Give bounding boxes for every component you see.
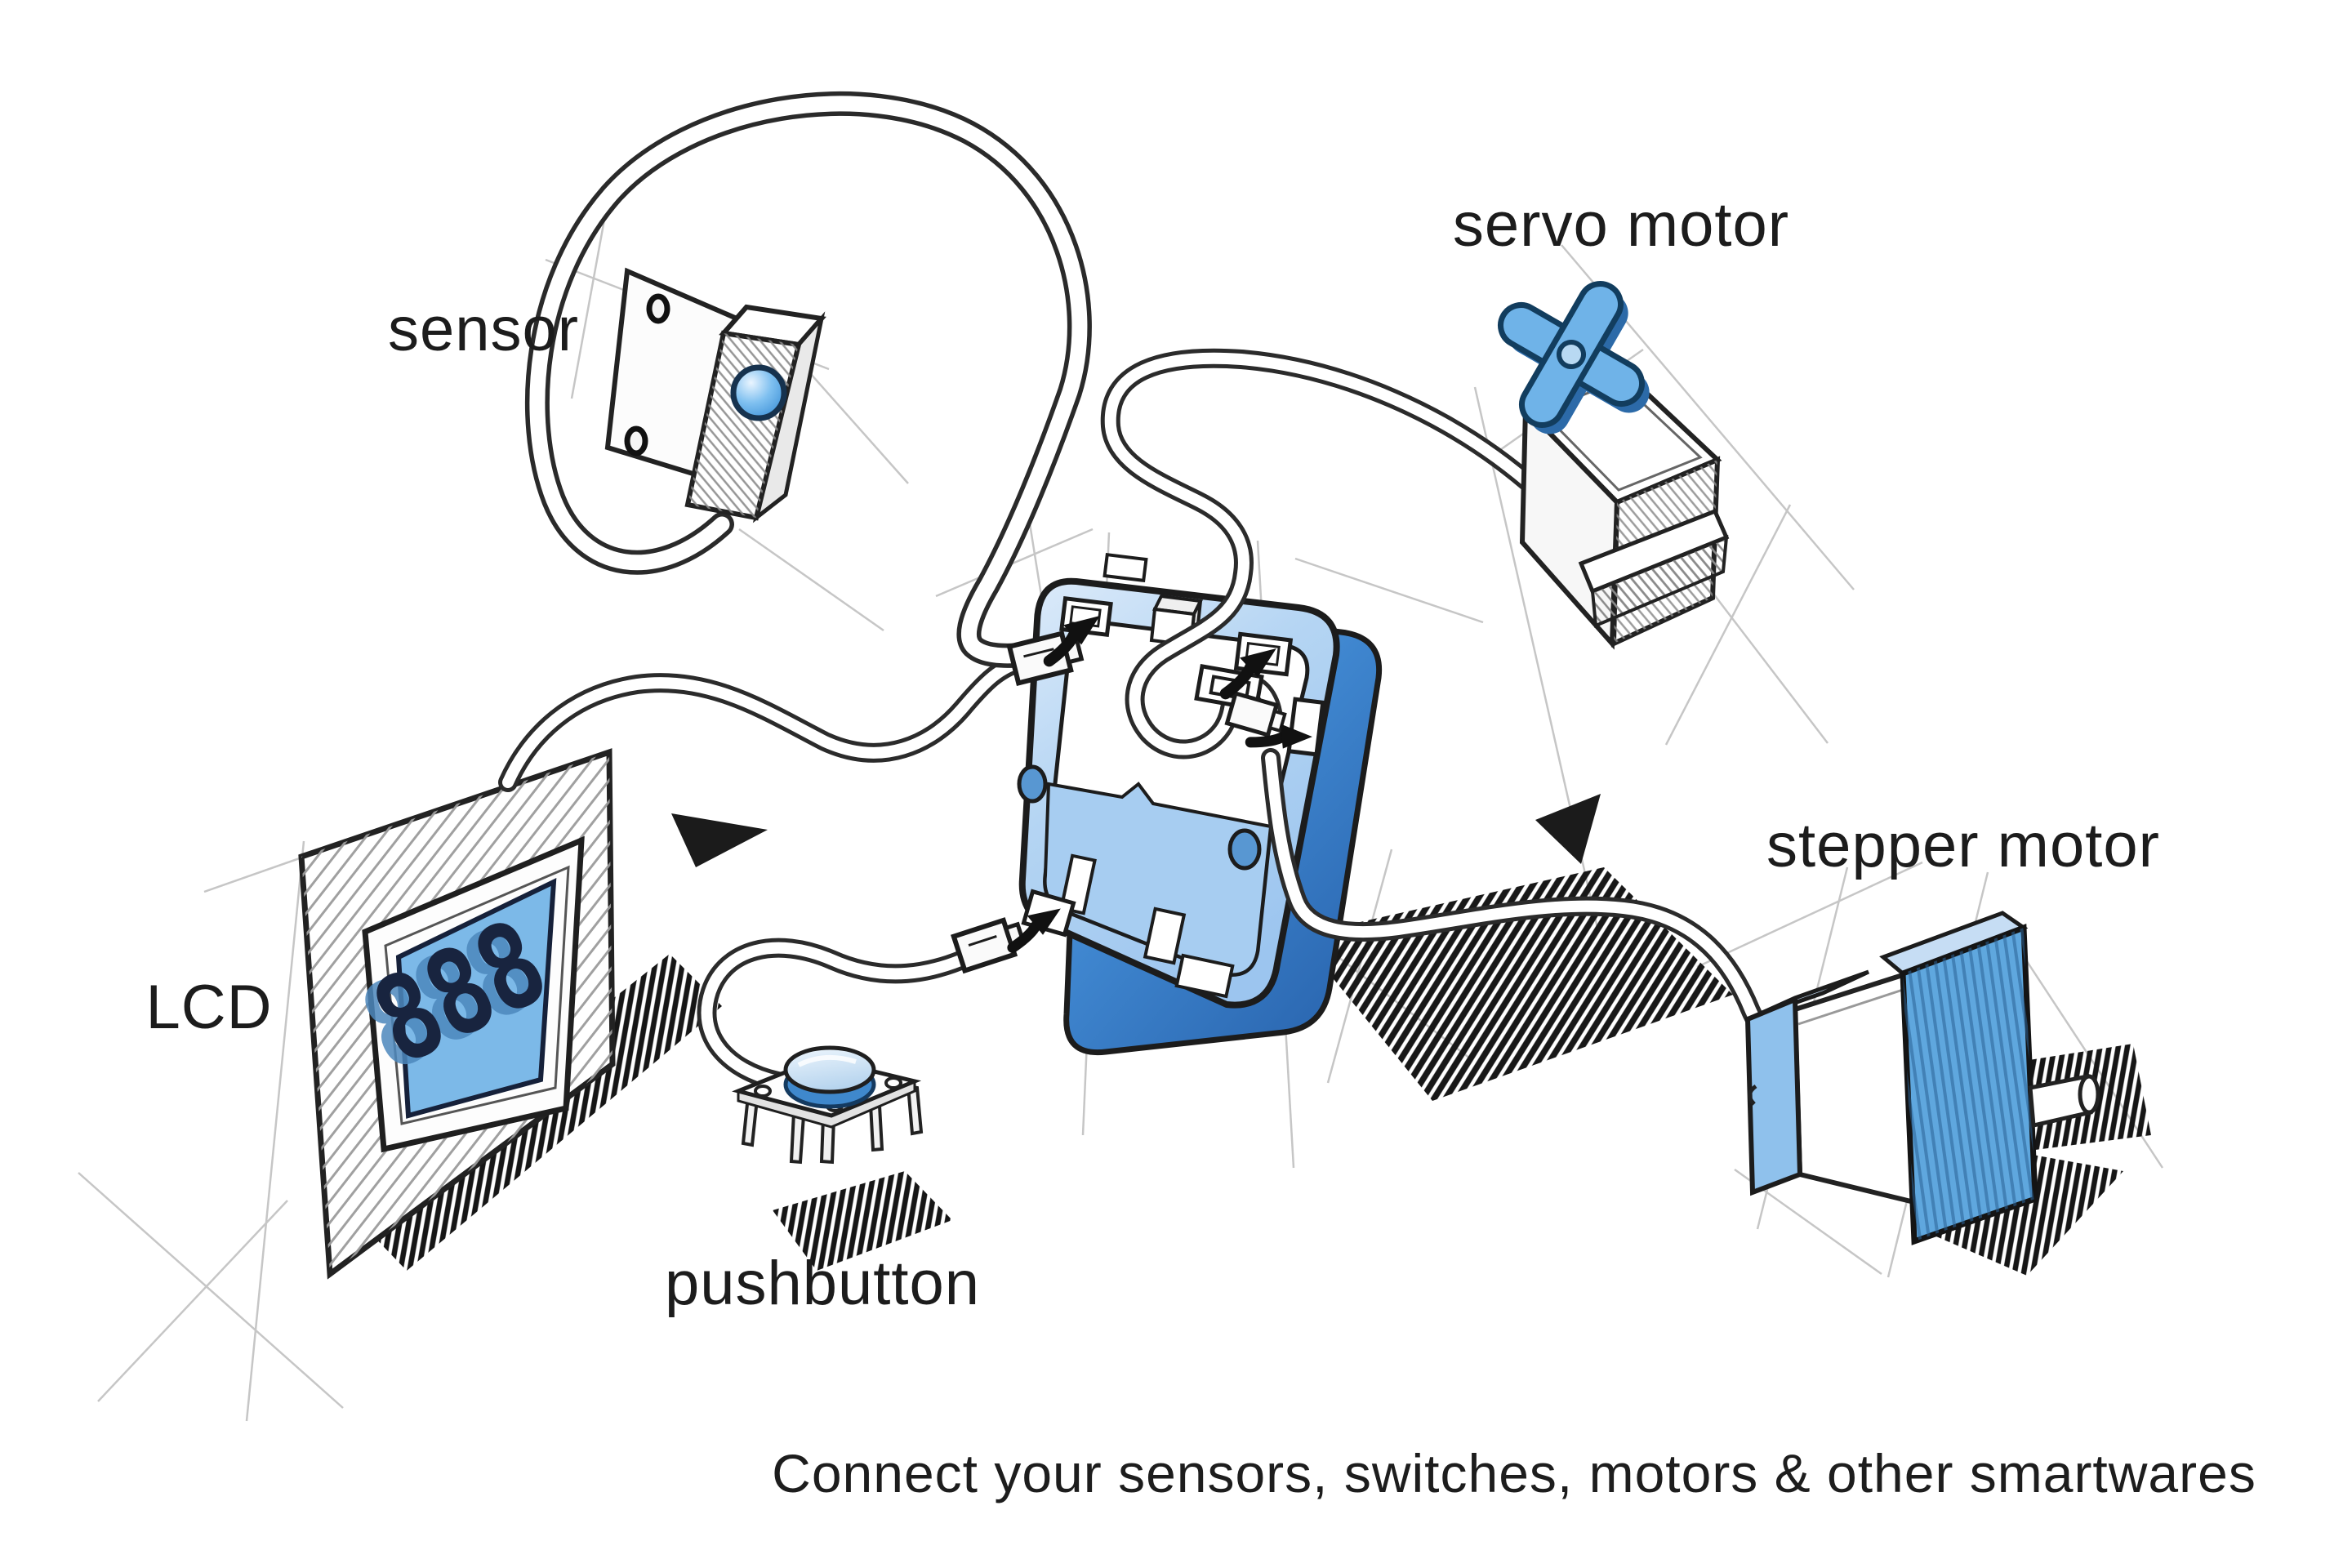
lcd-figure: 888 888 xyxy=(298,748,616,1280)
port-arrow-icon xyxy=(1245,724,1312,749)
servo-motor-label: servo motor xyxy=(1452,190,1790,260)
stepper-motor-label: stepper motor xyxy=(1766,811,2160,880)
port-arrow-icon xyxy=(1007,908,1061,953)
stepper-ground-shadow xyxy=(1919,1153,2123,1276)
hub-slot xyxy=(1143,906,1187,965)
servo-horn xyxy=(1498,281,1650,434)
hub-slot xyxy=(1174,953,1235,999)
lcd-label: LCD xyxy=(145,973,273,1042)
servo-cable xyxy=(1100,348,1547,760)
sensor-label: sensor xyxy=(387,295,580,364)
port-arrow-icon xyxy=(1219,648,1276,700)
servo-motor-figure xyxy=(1498,281,1730,650)
stepper-cable xyxy=(1261,748,1780,1045)
direction-arrow-icon xyxy=(671,813,768,867)
stepper-body xyxy=(1792,969,1918,1205)
pushbutton-label: pushbutton xyxy=(664,1249,981,1318)
board-hole xyxy=(884,1076,902,1089)
pushbutton-figure xyxy=(732,1045,924,1165)
stepper-motor-figure xyxy=(1744,911,2100,1245)
pushbutton-cap xyxy=(783,1045,876,1094)
hub-screw-hole xyxy=(1227,828,1262,871)
pushbutton-shadow xyxy=(773,1171,952,1271)
sensor-cable xyxy=(524,91,1092,668)
hub-edge-notch xyxy=(1102,552,1148,583)
stepper-right-flange xyxy=(1903,928,2035,1241)
stepper-left-flange xyxy=(1744,996,1803,1196)
sensor-lens xyxy=(730,364,787,421)
caption-text: Connect your sensors, switches, motors &… xyxy=(772,1443,2256,1503)
board-hole xyxy=(754,1085,772,1098)
sensor-mount-hole xyxy=(624,425,648,457)
lcd-cable xyxy=(498,652,1035,792)
lcd-screen xyxy=(395,878,557,1119)
cable-plug xyxy=(1224,690,1287,738)
port-right xyxy=(1286,697,1325,757)
sensor-figure xyxy=(604,267,826,523)
port-arrow-icon xyxy=(1043,615,1100,667)
direction-arrow-icon xyxy=(1535,794,1601,864)
sensor-mount-hole xyxy=(646,293,670,324)
hub-screw-hole xyxy=(1017,764,1048,804)
